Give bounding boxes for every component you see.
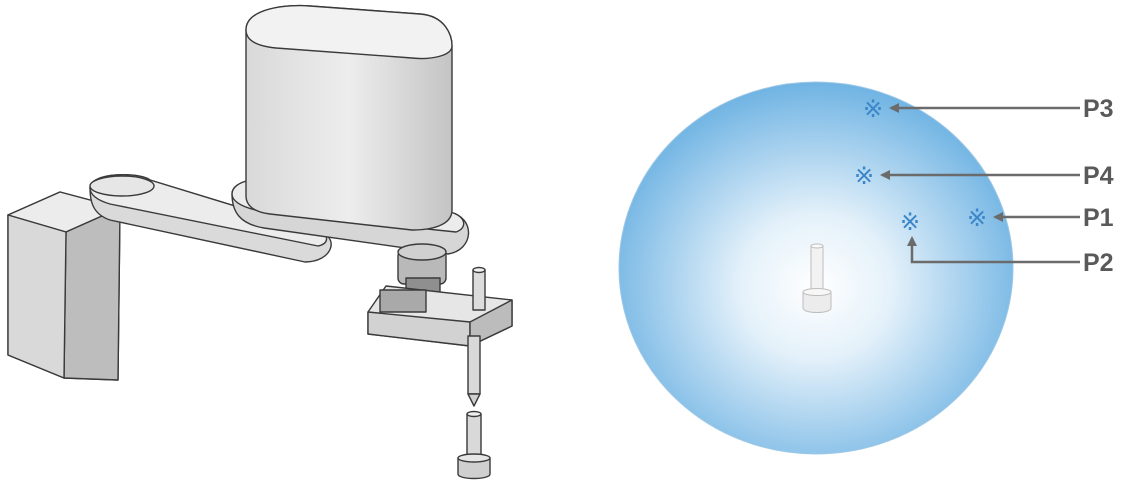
p1-label: P1 bbox=[1083, 204, 1114, 232]
robot-tool-shaft bbox=[467, 266, 486, 407]
p3-label: P3 bbox=[1083, 95, 1114, 123]
scara-robot bbox=[7, 4, 513, 480]
p4-marker: ※ bbox=[854, 162, 874, 190]
center-pin bbox=[802, 243, 832, 313]
p1-marker: ※ bbox=[967, 204, 987, 232]
workspace-view: ※ P3 ※ P4 ※ P1 ※ P2 bbox=[618, 81, 1114, 455]
p2-label: P2 bbox=[1083, 249, 1114, 277]
p3-marker: ※ bbox=[863, 95, 883, 123]
point-p2: ※ P2 bbox=[900, 208, 1114, 277]
robot-column bbox=[245, 4, 453, 231]
p2-leader-line bbox=[907, 236, 1080, 264]
point-p4: ※ P4 bbox=[854, 162, 1114, 190]
point-p3: ※ P3 bbox=[863, 95, 1114, 123]
robot-end-effector bbox=[367, 285, 513, 347]
robot-base bbox=[7, 191, 121, 381]
p2-marker: ※ bbox=[900, 208, 920, 236]
p4-label: P4 bbox=[1083, 162, 1114, 190]
point-p1: ※ P1 bbox=[967, 204, 1114, 232]
workpiece-pin bbox=[457, 410, 491, 480]
